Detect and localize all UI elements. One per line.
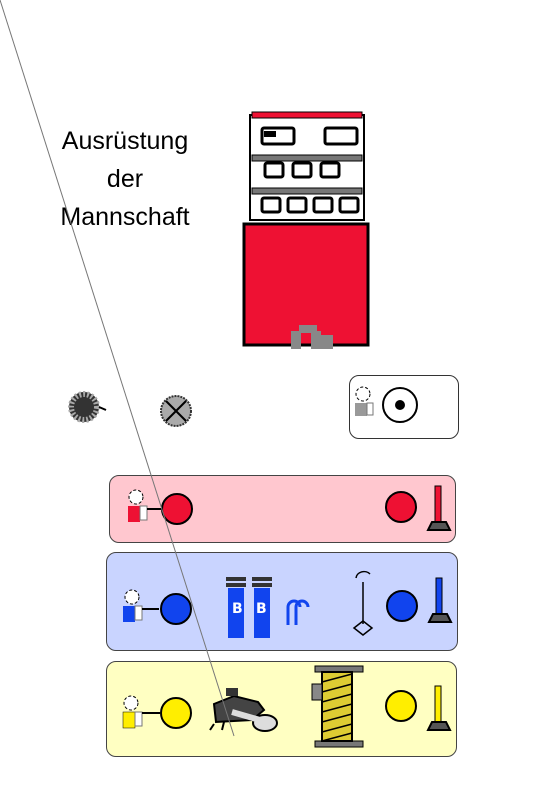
fire-truck-icon: [242, 111, 370, 349]
attack-nozzle-icon: [426, 485, 452, 531]
pointer-line: [0, 0, 235, 737]
diagram-title: Ausrüstung der Mannschaft: [40, 122, 210, 236]
title-line-3: Mannschaft: [60, 203, 190, 231]
hose-person-icon: [122, 695, 160, 729]
pump-icon: [209, 688, 278, 732]
b-hose-icon: [226, 577, 272, 638]
water-position-right-icon: [386, 590, 418, 622]
hose-position-left-icon: [160, 697, 192, 729]
b-hose-label-2: B: [256, 601, 267, 617]
hydrant-key-icon: [352, 570, 374, 636]
hose-nozzle-icon: [426, 685, 452, 731]
leader-position-icon: [382, 387, 418, 423]
attack-position-right-icon: [385, 491, 417, 523]
hose-coupling-icon: [286, 599, 310, 625]
leader-person-icon: [355, 386, 374, 416]
water-position-left-icon: [160, 593, 192, 625]
title-line-2: der: [106, 165, 144, 193]
lamp-icon: [68, 391, 107, 423]
attack-position-left-icon: [161, 493, 193, 525]
title-line-1: Ausrüstung: [61, 127, 189, 155]
signal-disc-icon: [160, 395, 192, 427]
water-person-icon: [123, 589, 159, 622]
b-hose-label-1: B: [232, 601, 243, 617]
hose-reel-icon: [311, 665, 364, 748]
hose-position-right-icon: [385, 690, 417, 722]
water-nozzle-icon: [427, 577, 453, 623]
leader-panel: [349, 375, 459, 439]
attack-person-icon: [128, 489, 161, 522]
